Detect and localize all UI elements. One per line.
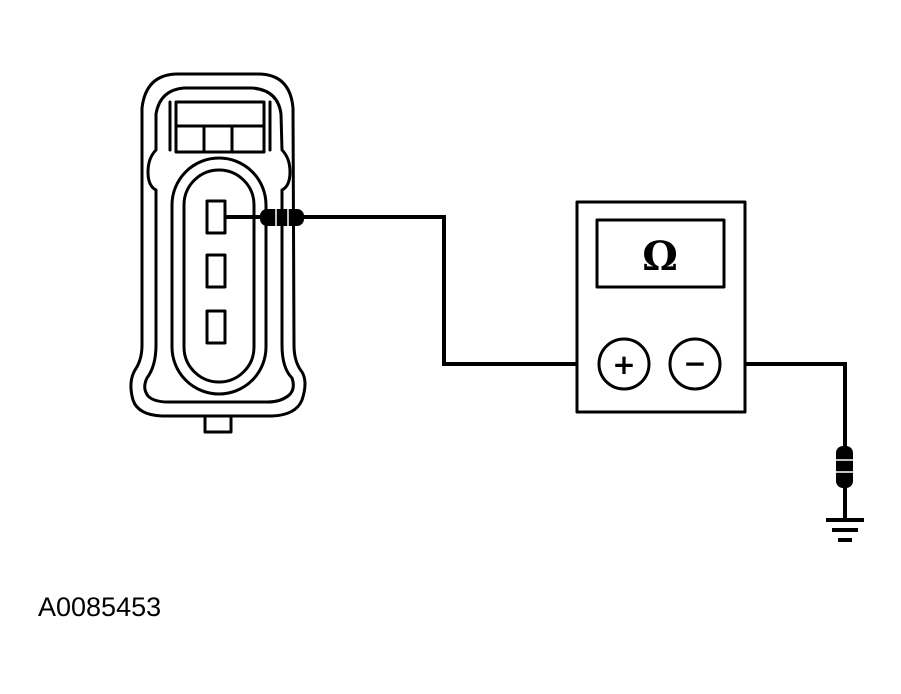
ground-symbol: [826, 518, 864, 542]
ohmmeter-display: [595, 218, 726, 289]
connector-housing-inner: [143, 86, 295, 404]
ohmmeter: Ω + −: [575, 200, 747, 414]
positive-test-lead: [302, 215, 600, 366]
test-probe: [225, 208, 304, 227]
ground-probe-tip: [836, 446, 853, 488]
pin-cavity-inner: [182, 168, 256, 384]
probe-tip: [260, 209, 304, 226]
ground-probe: [835, 446, 854, 519]
connector-pin-1: [205, 199, 227, 235]
ohm-symbol: Ω: [642, 233, 678, 280]
positive-terminal: [597, 337, 651, 391]
negative-test-lead: [720, 362, 847, 450]
connector-pin-2: [205, 253, 227, 289]
connector-pin-3: [205, 309, 227, 345]
negative-terminal-sign: −: [683, 347, 706, 380]
negative-terminal: [668, 337, 722, 391]
sensor-connector: [129, 72, 307, 434]
positive-terminal-sign: +: [612, 348, 635, 381]
figure-id-label: A0085453: [38, 592, 162, 622]
